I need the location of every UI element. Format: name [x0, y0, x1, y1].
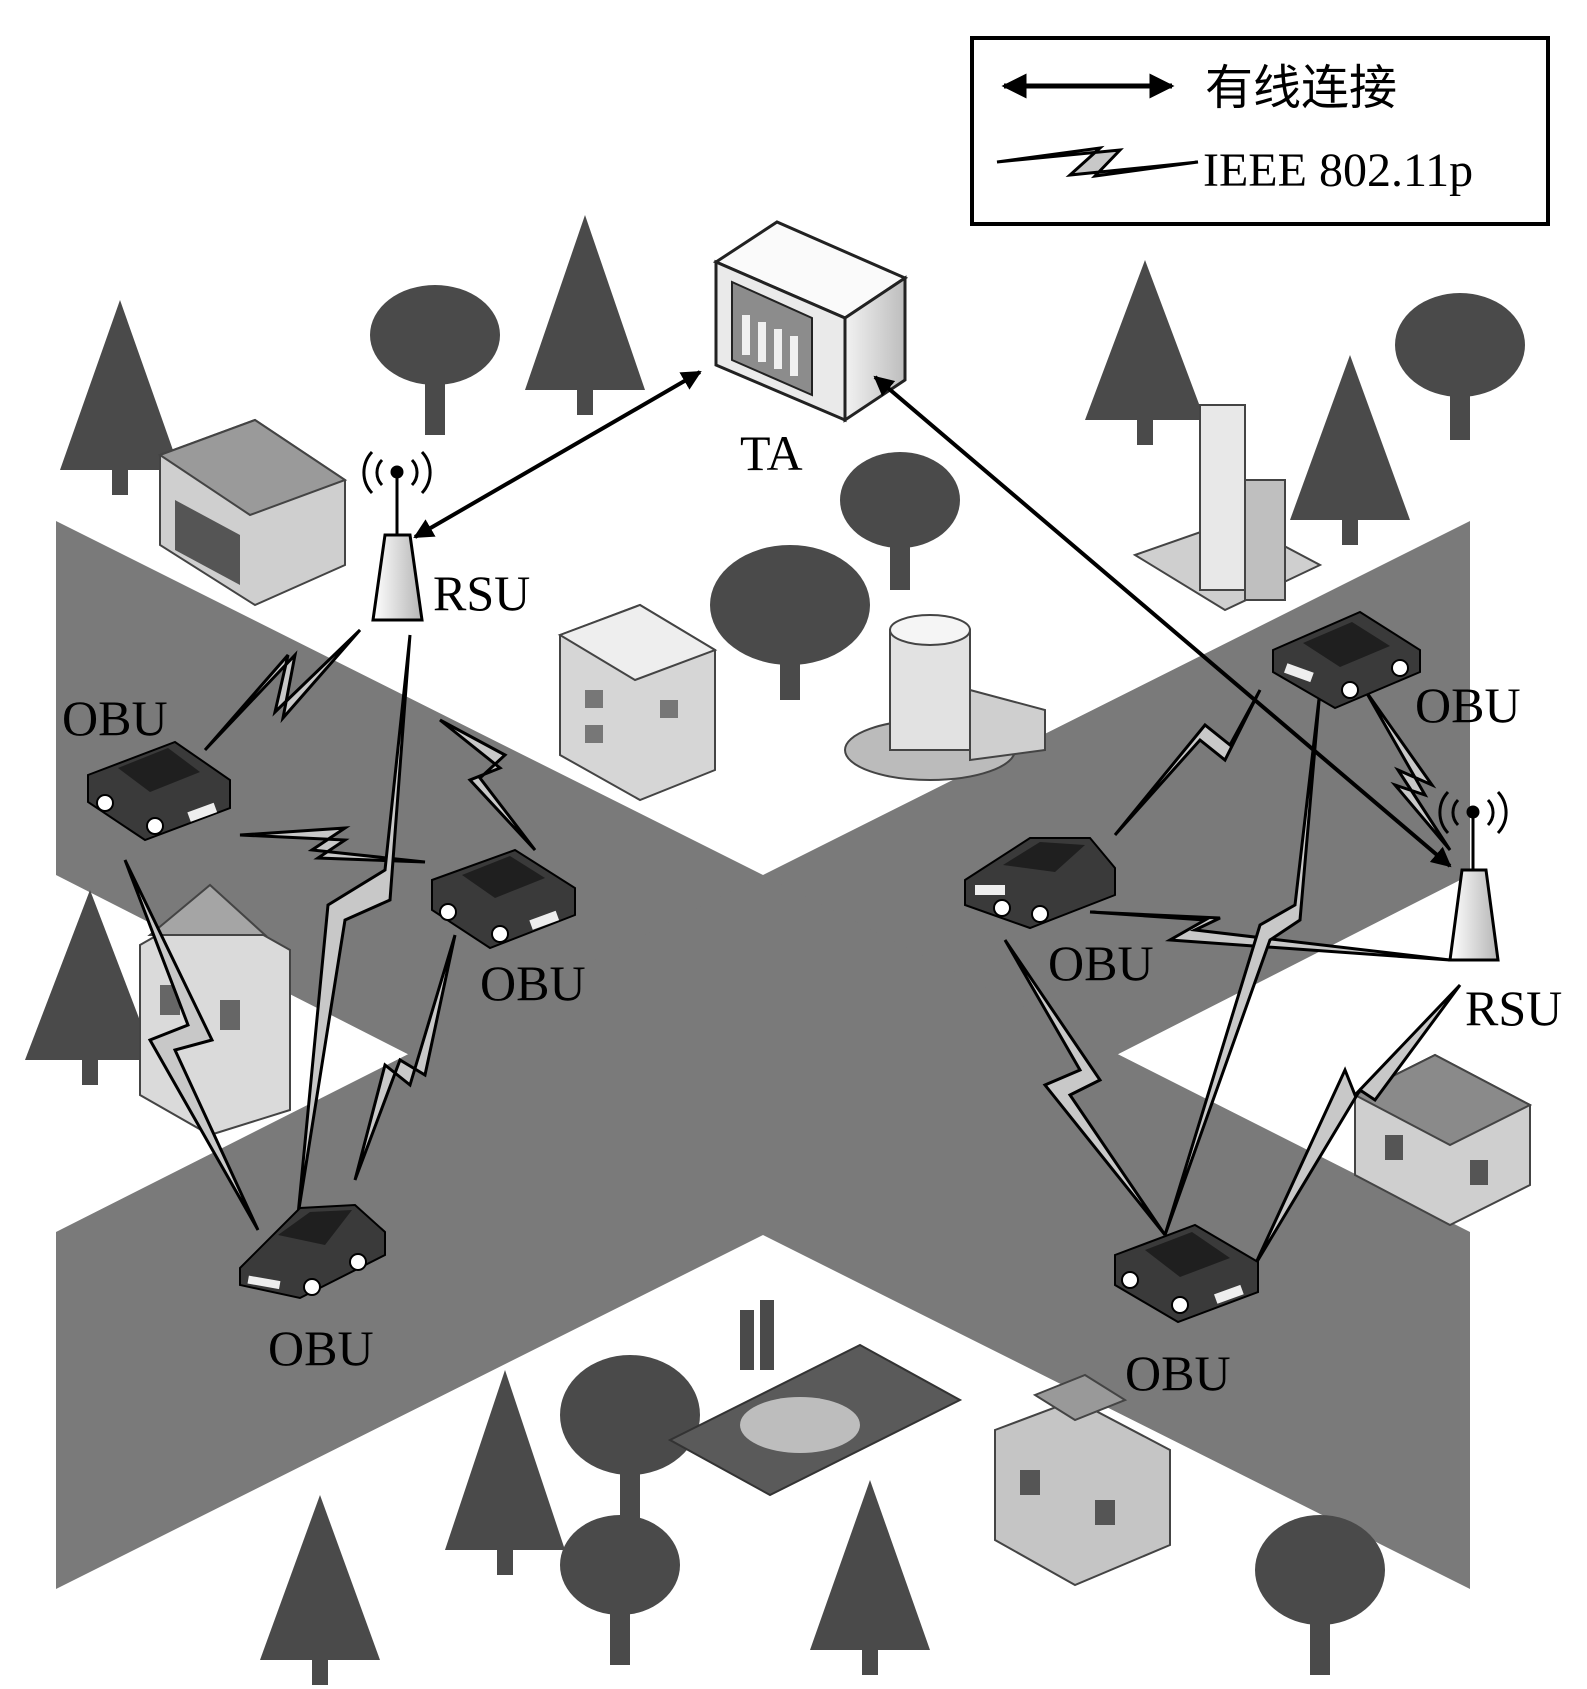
tree-icon [25, 890, 155, 1085]
building-icon [157, 418, 348, 607]
obu-left-c [239, 1203, 386, 1300]
rsu-left [362, 450, 432, 622]
legend-wired-row: 有线连接 [1001, 60, 1397, 116]
obu-left-a-label: OBU [62, 690, 168, 746]
wireless-link [1363, 689, 1452, 851]
legend-wireless-label: IEEE 802.11p [1203, 144, 1473, 197]
obu-right-b-label: OBU [1048, 935, 1154, 991]
car-icon [431, 848, 576, 950]
tree-icon [260, 1495, 380, 1685]
obu-right-c-label: OBU [1125, 1345, 1231, 1401]
tree-icon [1085, 260, 1205, 445]
legend: 有线连接 IEEE 802.11p [970, 36, 1550, 226]
legend-box [970, 36, 1550, 226]
road-right-arm [56, 875, 1470, 1589]
car-icon [1272, 610, 1421, 710]
tree-icon [60, 300, 180, 495]
park-icon [667, 1300, 963, 1497]
tree-icon [560, 1355, 700, 1525]
antenna-icon [1438, 790, 1508, 875]
obu-left-a [87, 740, 231, 842]
tree-icon [1290, 355, 1410, 545]
rsu-tower [371, 533, 424, 622]
building-icon [1352, 1053, 1533, 1227]
obu-left-b [431, 848, 576, 950]
building-icon [1132, 404, 1323, 612]
wireless-link [439, 718, 537, 852]
tree-icon [1255, 1515, 1385, 1675]
wireless-link [123, 859, 260, 1231]
rsu-right [1438, 790, 1508, 962]
obu-left-c-label: OBU [268, 1320, 374, 1376]
wired-link-ta-rsu-right [873, 375, 1452, 868]
legend-wireless-row: IEEE 802.11p [996, 144, 1473, 197]
tree-icon [445, 1370, 565, 1575]
antenna-icon [362, 450, 432, 540]
wireless-link [1003, 939, 1167, 1236]
obu-right-c [1114, 1223, 1259, 1324]
tree-icon [840, 452, 960, 590]
wired-link-rsu-ta [413, 370, 702, 539]
car-icon [1114, 1223, 1259, 1324]
ta-label: TA [740, 425, 803, 481]
tree-icon [560, 1515, 680, 1665]
wireless-link [239, 826, 426, 864]
lightning-icon [996, 145, 1199, 179]
wired-connections [413, 370, 1452, 868]
building-icon [994, 1373, 1171, 1587]
legend-wired-label: 有线连接 [1205, 60, 1397, 116]
tree-icon [810, 1480, 930, 1675]
tree-icon [525, 215, 645, 415]
wireless-links [123, 628, 1462, 1266]
obu-right-b [964, 837, 1116, 930]
obu-right-a [1272, 610, 1421, 710]
rsu-right-label: RSU [1465, 980, 1562, 1036]
ta-server-icon [712, 220, 909, 423]
tree-icon [710, 545, 870, 700]
wireless-link [203, 628, 362, 752]
rsu-left-label: RSU [433, 565, 530, 621]
tree-icon [370, 285, 500, 435]
wireless-link [1113, 689, 1262, 837]
car-icon [964, 837, 1116, 930]
tree-icon [1395, 293, 1525, 440]
car-icon [87, 740, 231, 842]
obu-right-a-label: OBU [1415, 677, 1521, 733]
car-icon [239, 1203, 386, 1300]
obu-left-b-label: OBU [480, 955, 586, 1011]
rsu-tower [1448, 868, 1500, 962]
wireless-link [353, 934, 457, 1181]
building-icon [557, 603, 718, 802]
